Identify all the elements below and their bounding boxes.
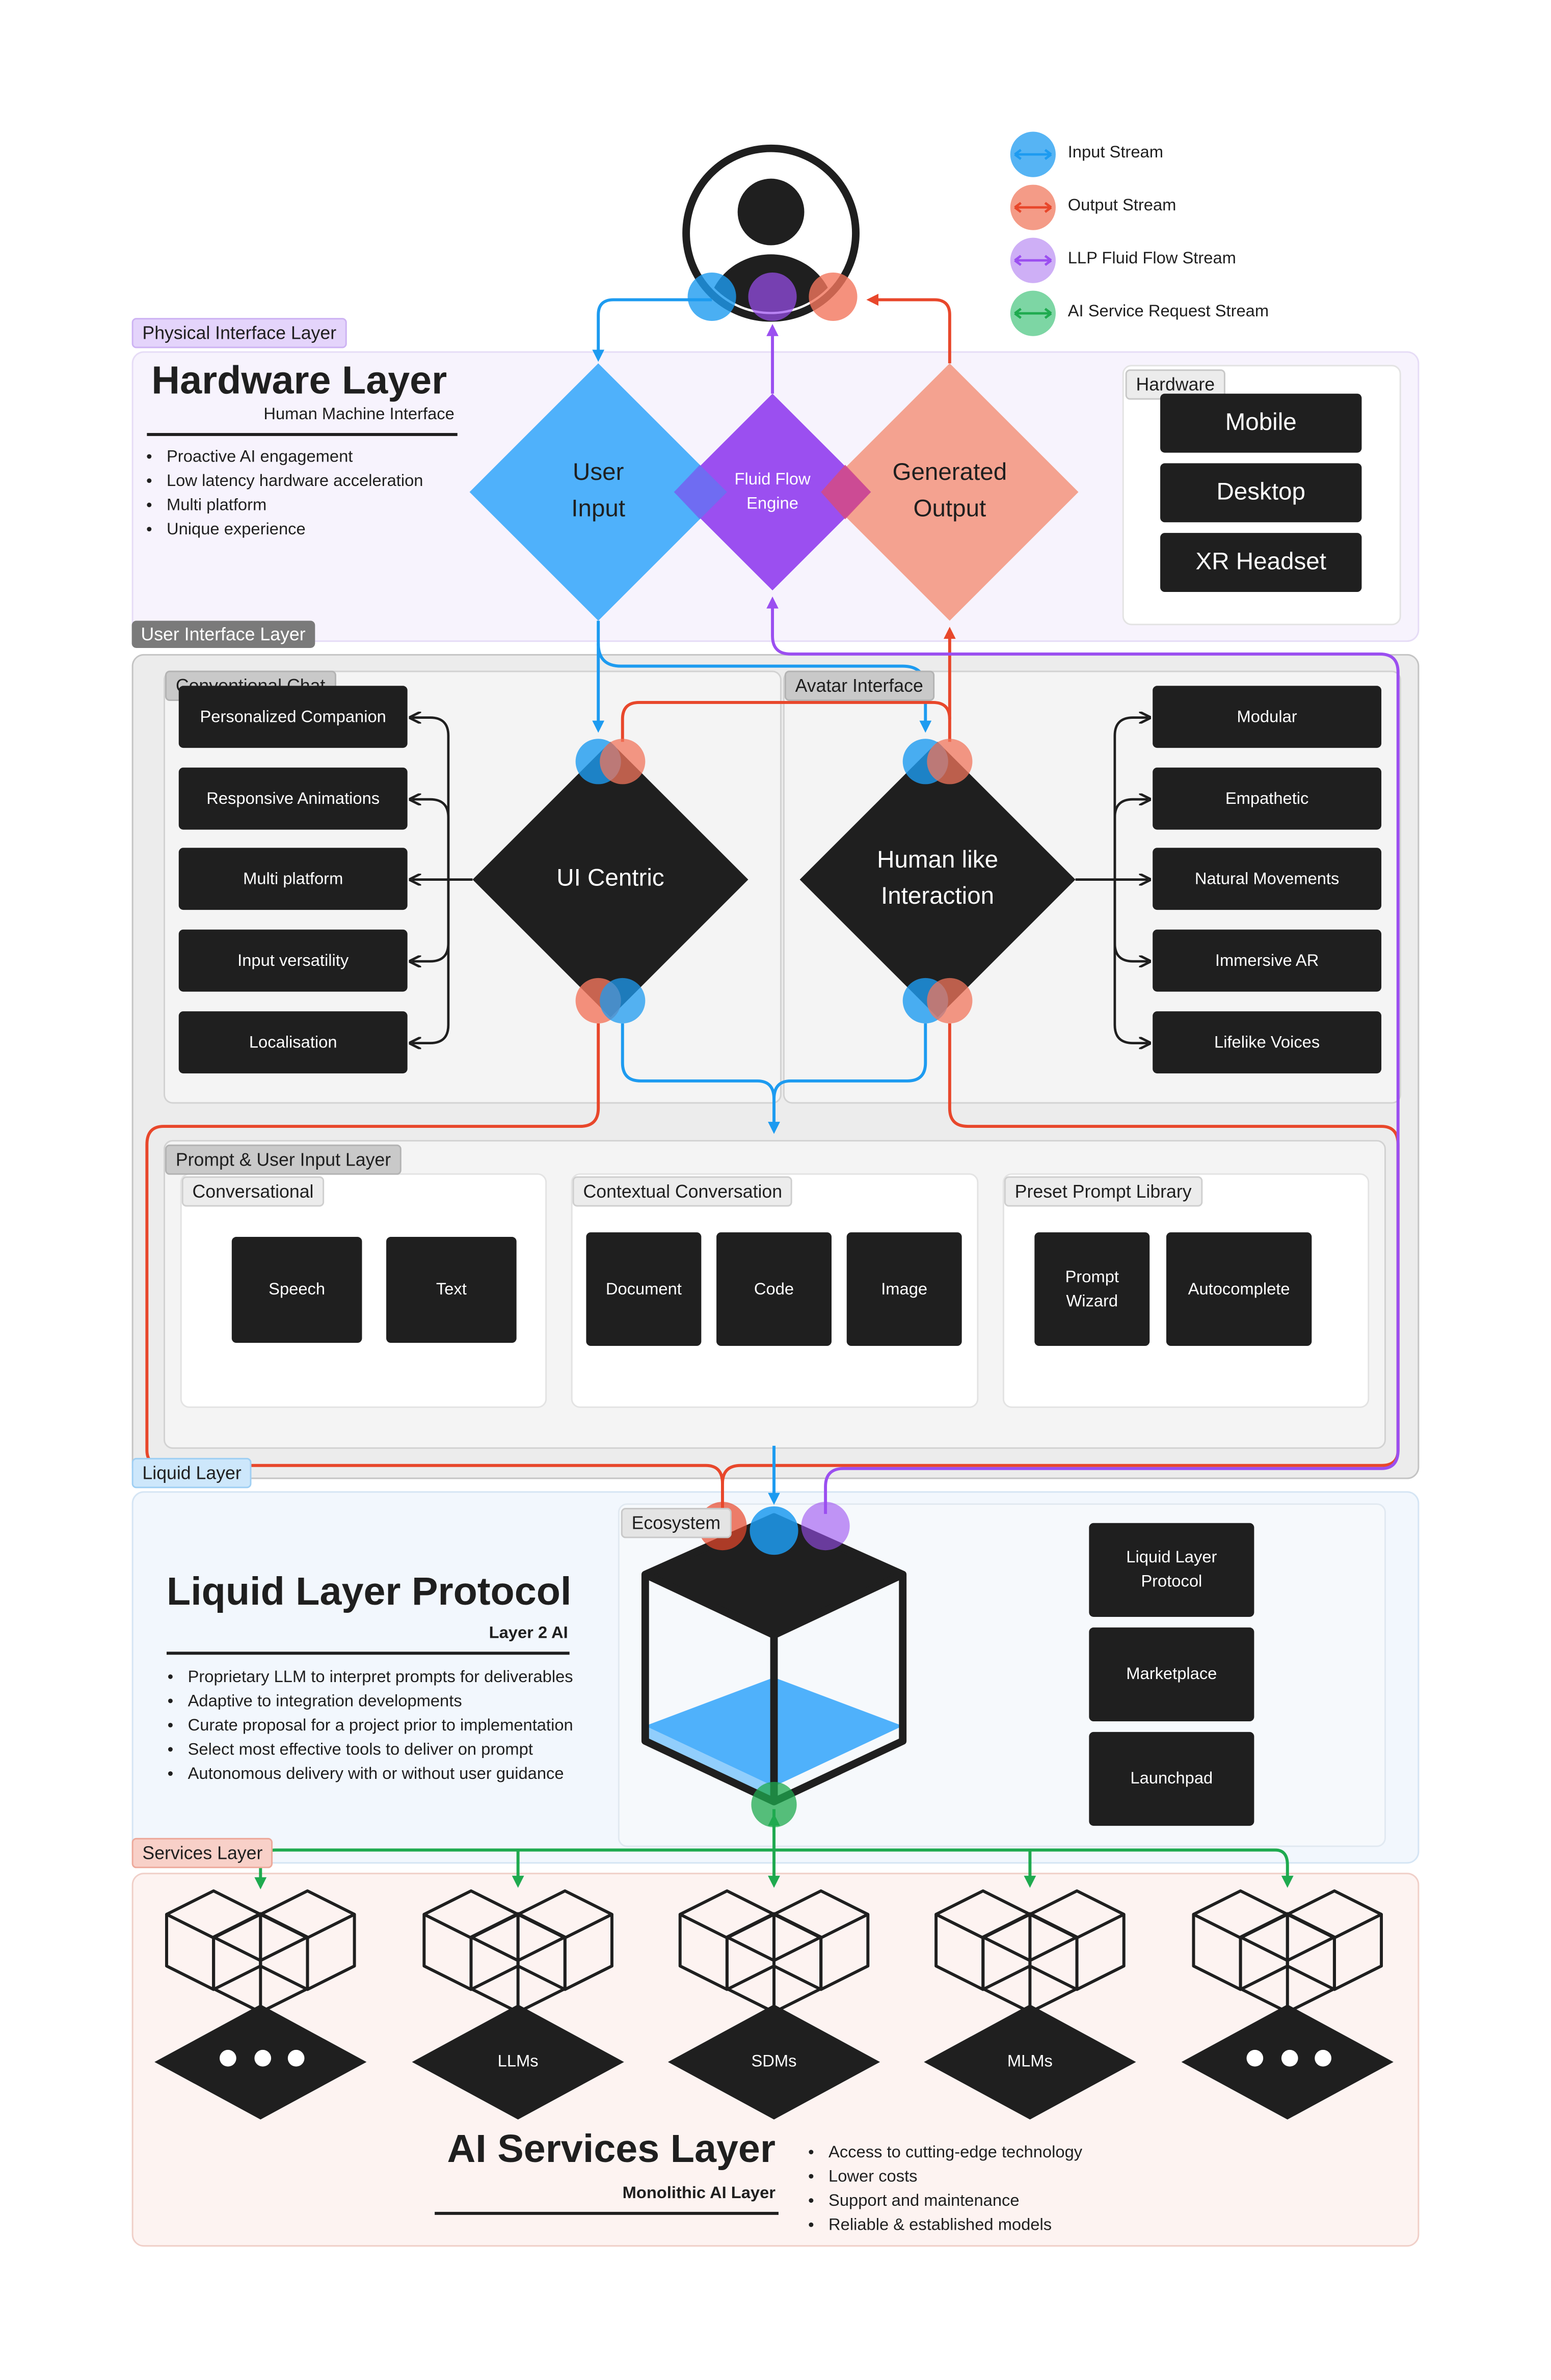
- avatar-item: Natural Movements: [1153, 848, 1382, 910]
- conversational-tag: Conversational: [181, 1176, 325, 1207]
- avatar-interface-tag: Avatar Interface: [784, 670, 934, 701]
- user-interface-tag: User Interface Layer: [131, 620, 315, 648]
- liquid-layer-protocol-box: Liquid Layer Protocol: [1089, 1523, 1254, 1617]
- service-more-dots-left: [220, 2049, 305, 2074]
- service-more-dots-right: [1246, 2049, 1331, 2074]
- ai-services-bullets: Access to cutting-edge technology Lower …: [807, 2141, 1082, 2237]
- prompt-wizard-box: Prompt Wizard: [1034, 1232, 1150, 1346]
- avatar-item: Empathetic: [1153, 767, 1382, 830]
- liquid-layer-tag: Liquid Layer: [131, 1457, 252, 1489]
- chat-item: Responsive Animations: [178, 767, 408, 830]
- avatar-item: Modular: [1153, 686, 1382, 748]
- ai-services-title: AI Services Layer: [447, 2125, 776, 2171]
- bullet: Low latency hardware acceleration: [167, 469, 423, 494]
- autocomplete-box: Autocomplete: [1166, 1232, 1312, 1346]
- avatar-item: Lifelike Voices: [1153, 1011, 1382, 1074]
- physical-interface-tag: Physical Interface Layer: [131, 318, 347, 348]
- fluid-flow-engine-label: Fluid Flow Engine: [734, 471, 811, 513]
- hardware-title-rule: [147, 432, 458, 436]
- chat-item: Input versatility: [178, 929, 408, 992]
- chat-item: Localisation: [178, 1011, 408, 1074]
- legend-output-label: Output Stream: [1067, 197, 1176, 215]
- launchpad-box: Launchpad: [1089, 1732, 1254, 1826]
- hardware-mobile: Mobile: [1160, 393, 1362, 453]
- bullet: Autonomous delivery with or without user…: [188, 1762, 573, 1787]
- hardware-layer-title: Hardware Layer: [151, 357, 447, 403]
- legend-ai-label: AI Service Request Stream: [1067, 303, 1269, 321]
- service-diamond: [924, 2004, 1136, 2120]
- legend-llp-label: LLP Fluid Flow Stream: [1067, 250, 1236, 268]
- marketplace-box: Marketplace: [1089, 1627, 1254, 1722]
- bullet: Adaptive to integration developments: [188, 1690, 573, 1714]
- avatar-input-port: [687, 272, 736, 321]
- ai-services-subtitle: Monolithic AI Layer: [622, 2184, 776, 2203]
- hardware-bullets: Proactive AI engagement Low latency hard…: [145, 445, 423, 542]
- text-box: Text: [386, 1237, 517, 1343]
- mlms-label: MLMs: [1007, 2052, 1053, 2071]
- contextual-tag: Contextual Conversation: [572, 1176, 793, 1207]
- liquid-layer-title: Liquid Layer Protocol: [166, 1568, 572, 1614]
- ai-services-title-rule: [435, 2211, 779, 2215]
- avatar-item: Immersive AR: [1153, 929, 1382, 992]
- ui-centric-diamond: [472, 742, 748, 1018]
- legend-input-label: Input Stream: [1067, 144, 1163, 162]
- prompt-layer-tag: Prompt & User Input Layer: [165, 1144, 402, 1175]
- image-box: Image: [846, 1232, 962, 1346]
- chat-item: Multi platform: [178, 848, 408, 910]
- bullet: Proactive AI engagement: [167, 445, 423, 470]
- hardware-xr-headset: XR Headset: [1160, 533, 1362, 592]
- document-box: Document: [586, 1232, 702, 1346]
- avatar-llp-port: [748, 272, 797, 321]
- generated-output-diamond: [821, 363, 1079, 621]
- bullet: Proprietary LLM to interpret prompts for…: [188, 1665, 573, 1690]
- hardware-desktop: Desktop: [1160, 463, 1362, 523]
- bullet: Select most effective tools to deliver o…: [188, 1738, 573, 1763]
- liquid-bullets: Proprietary LLM to interpret prompts for…: [167, 1665, 573, 1787]
- bullet: Unique experience: [167, 518, 423, 542]
- hardware-layer-subtitle: Human Machine Interface: [263, 405, 454, 424]
- legend: [1010, 131, 1056, 336]
- liquid-title-rule: [166, 1652, 570, 1655]
- avatar-output-port: [809, 272, 858, 321]
- bullet: Reliable & established models: [828, 2213, 1082, 2238]
- generated-output-label: Generated Output: [892, 460, 1007, 523]
- ui-centric-label: UI Centric: [556, 866, 664, 892]
- speech-box: Speech: [231, 1237, 362, 1343]
- preset-tag: Preset Prompt Library: [1004, 1176, 1202, 1207]
- human-like-diamond: [799, 742, 1076, 1018]
- chat-item: Personalized Companion: [178, 686, 408, 748]
- ecosystem-tag: Ecosystem: [621, 1507, 731, 1538]
- bullet: Lower costs: [828, 2165, 1082, 2189]
- bullet: Support and maintenance: [828, 2189, 1082, 2213]
- user-avatar-icon: [682, 144, 860, 322]
- bullet: Access to cutting-edge technology: [828, 2141, 1082, 2165]
- user-input-label: User Input: [571, 460, 626, 523]
- bullet: Curate proposal for a project prior to i…: [188, 1714, 573, 1738]
- bullet: Multi platform: [167, 494, 423, 518]
- code-box: Code: [716, 1232, 832, 1346]
- ui-centric-branches: [412, 718, 473, 1043]
- llms-label: LLMs: [497, 2052, 539, 2071]
- ecosystem-cube-icon: [641, 1513, 907, 1805]
- sdms-label: SDMs: [751, 2052, 797, 2071]
- services-layer-tag: Services Layer: [131, 1837, 274, 1869]
- service-diamond: [667, 2004, 880, 2120]
- human-like-branches: [1075, 718, 1148, 1043]
- human-like-label: Human like Interaction: [877, 848, 999, 910]
- liquid-layer-subtitle: Layer 2 AI: [489, 1624, 568, 1643]
